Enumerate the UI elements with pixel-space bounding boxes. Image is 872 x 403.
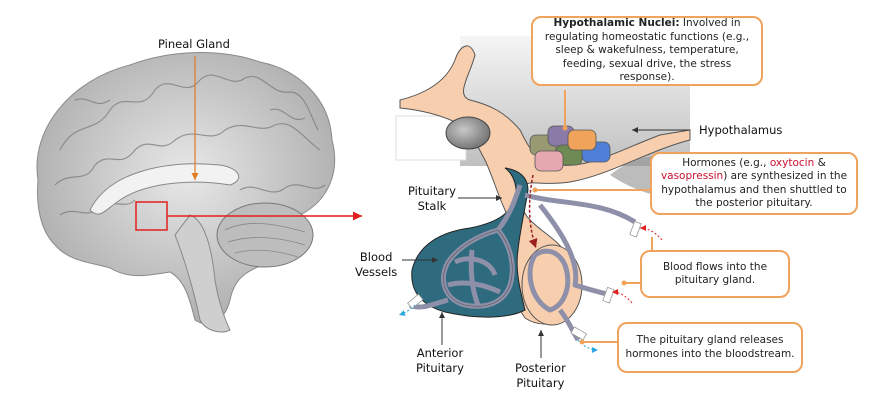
blood-vessels-label: Blood Vessels xyxy=(355,250,397,280)
pituitary-stalk-line1: Pituitary xyxy=(408,184,456,198)
oxytocin-term: oxytocin xyxy=(769,156,815,169)
posterior-pituitary-line2: Pituitary xyxy=(516,376,565,390)
posterior-pituitary-label: Posterior Pituitary xyxy=(515,361,566,391)
posterior-pituitary-line1: Posterior xyxy=(515,361,566,375)
inflow-arrow-1 xyxy=(639,225,663,241)
release-callout: The pituitary gland releases hormones in… xyxy=(617,322,803,373)
blood-vessels-line2: Vessels xyxy=(355,265,398,279)
vasopressin-term: vasopressin xyxy=(660,170,724,182)
hormones-text-3: ) are synthesized in the hypothalamus an… xyxy=(661,170,848,209)
vessel-caps xyxy=(407,220,642,341)
hormones-text-1: Hormones (e.g., xyxy=(682,156,770,169)
callout-title: Hypothalamic Nuclei: xyxy=(553,17,680,30)
hormones-callout: Hormones (e.g., oxytocin & vasopressin) … xyxy=(650,152,858,215)
hypothalamic-nuclei xyxy=(529,125,611,172)
inflow-arrow-2 xyxy=(611,289,633,304)
anterior-pituitary-label: Anterior Pituitary xyxy=(416,346,464,376)
pituitary-stalk-line2: Stalk xyxy=(417,199,447,213)
anterior-pituitary-line1: Anterior xyxy=(416,346,464,360)
hormones-text-2: & xyxy=(814,156,826,169)
pituitary-stalk-label: Pituitary Stalk xyxy=(408,184,456,214)
brain-illustration xyxy=(36,52,336,333)
hypothalamus-label: Hypothalamus xyxy=(699,123,783,137)
hormone-transport-arrow xyxy=(528,174,538,249)
outflow-arrow-2 xyxy=(398,304,416,316)
outflow-arrow-1 xyxy=(577,339,599,353)
hypothalamic-nuclei-callout: Hypothalamic Nuclei: Involved in regulat… xyxy=(531,16,763,86)
blood-vessels-line1: Blood xyxy=(359,250,393,264)
pineal-gland-label: Pineal Gland xyxy=(158,37,230,51)
callout-text: Involved in regulating homeostatic funct… xyxy=(544,17,750,84)
blood-flow-callout: Blood flows into the pituitary gland. xyxy=(640,250,790,298)
release-text: The pituitary gland releases hormones in… xyxy=(625,334,795,360)
anterior-pituitary-line2: Pituitary xyxy=(416,361,464,375)
blood-flow-text: Blood flows into the pituitary gland. xyxy=(662,260,768,287)
vessel-outline xyxy=(443,229,513,307)
